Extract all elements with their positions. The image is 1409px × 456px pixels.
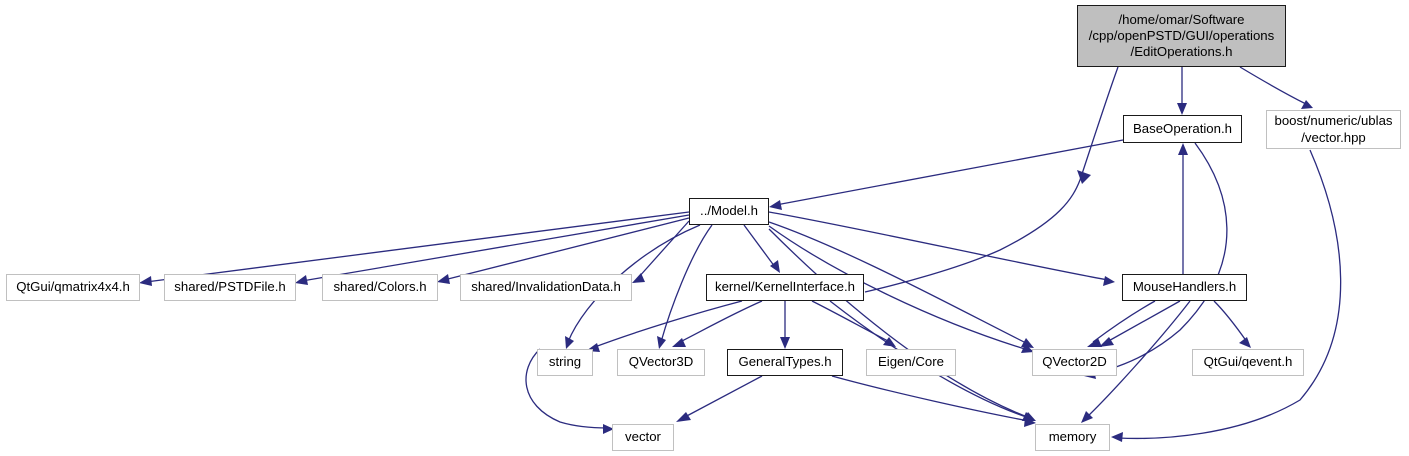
graph-edge-qevent-to-memory (1117, 149, 1342, 440)
graph-arrowhead-icon (139, 276, 152, 286)
graph-edge-model-to-qmatrix (145, 211, 690, 283)
graph-edge-mouse-to-memory (1085, 300, 1191, 419)
graph-edge-root-to-boost (1239, 66, 1307, 105)
graph-arrowhead-icon (770, 260, 780, 273)
graph-edge-root-to-model (864, 66, 1119, 293)
graph-node-invdata[interactable]: shared/InvalidationData.h (460, 274, 632, 301)
graph-edge-baseop-to-qvector2d (1089, 142, 1228, 375)
graph-arrowhead-icon (1178, 143, 1188, 155)
graph-arrowhead-icon (1239, 337, 1251, 348)
graph-node-qvector2d[interactable]: QVector2D (1032, 349, 1117, 376)
graph-edge-model-to-invdata (637, 220, 690, 279)
graph-edge-kernelif-to-qvector3d (677, 300, 763, 344)
graph-node-baseop[interactable]: BaseOperation.h (1123, 115, 1242, 143)
graph-arrowhead-icon (1301, 100, 1313, 109)
graph-arrowhead-icon (1103, 276, 1115, 286)
graph-edge-model-to-qvector2d2 (768, 225, 1029, 351)
graph-node-boost[interactable]: boost/numeric/ublas /vector.hpp (1266, 110, 1401, 149)
graph-edge-gentypes-to-memory (831, 375, 1030, 422)
graph-arrowhead-icon (1087, 338, 1102, 347)
graph-edge-model-to-memory (768, 228, 1031, 419)
graph-edge-model-to-qvector3d (660, 224, 713, 343)
graph-node-pstdfile[interactable]: shared/PSTDFile.h (164, 274, 296, 301)
graph-edge-string-to-vector (525, 348, 609, 429)
graph-node-root: /home/omar/Software /cpp/openPSTD/GUI/op… (1077, 5, 1286, 67)
graph-node-gentypes[interactable]: GeneralTypes.h (727, 349, 843, 376)
graph-arrowhead-icon (672, 338, 686, 347)
graph-node-model[interactable]: ../Model.h (689, 198, 769, 225)
graph-node-colors[interactable]: shared/Colors.h (322, 274, 438, 301)
graph-node-qvector3d[interactable]: QVector3D (617, 349, 705, 376)
graph-node-qevent[interactable]: QtGui/qevent.h (1192, 349, 1304, 376)
graph-arrowhead-icon (1024, 417, 1036, 427)
graph-arrowhead-icon (1021, 344, 1034, 353)
graph-node-eigen[interactable]: Eigen/Core (866, 349, 956, 376)
graph-arrowhead-icon (676, 412, 691, 422)
graph-edge-kernelif-to-string (591, 300, 743, 349)
graph-edge-model-to-pstdfile (301, 214, 690, 282)
graph-arrowhead-icon (657, 336, 666, 349)
graph-arrowhead-icon (565, 336, 574, 349)
graph-arrowhead-icon (1111, 432, 1123, 442)
graph-arrowhead-icon (883, 337, 896, 347)
graph-node-string[interactable]: string (537, 349, 593, 376)
graph-arrowhead-icon (632, 273, 645, 283)
graph-node-kernelif[interactable]: kernel/KernelInterface.h (706, 274, 864, 301)
graph-arrowhead-icon (1177, 103, 1187, 115)
graph-arrowhead-icon (295, 275, 308, 285)
graph-arrowhead-icon (769, 200, 782, 210)
graph-arrowhead-icon (1081, 411, 1093, 423)
graph-node-vector[interactable]: vector (612, 424, 674, 451)
graph-edge-baseop-to-model (775, 139, 1124, 206)
graph-edge-kernelif-to-eigen (811, 300, 891, 343)
graph-edge-model-to-colors (443, 217, 690, 281)
graph-arrowhead-icon (1021, 338, 1034, 348)
graph-edge-model-to-kernelif (743, 224, 776, 268)
graph-arrowhead-icon (1077, 170, 1091, 184)
graph-edge-model-to-mouse (768, 211, 1109, 281)
graph-edge-mouse-to-qvector2d (1092, 300, 1156, 343)
graph-edge-mouse-to-qevent (1213, 300, 1248, 343)
graph-edge-mouse-to-qvector2d3 (1104, 300, 1181, 344)
graph-arrowhead-icon (1099, 337, 1114, 347)
graph-arrowhead-icon (437, 274, 450, 284)
graph-arrowhead-icon (780, 337, 790, 349)
graph-edge-gentypes-to-vector (682, 375, 763, 419)
graph-node-memory[interactable]: memory (1035, 424, 1110, 451)
graph-arrowhead-icon (603, 424, 614, 434)
graph-node-mouse[interactable]: MouseHandlers.h (1122, 274, 1247, 301)
graph-edge-model-to-qvector2d (768, 221, 1029, 345)
graph-node-qmatrix[interactable]: QtGui/qmatrix4x4.h (6, 274, 140, 301)
